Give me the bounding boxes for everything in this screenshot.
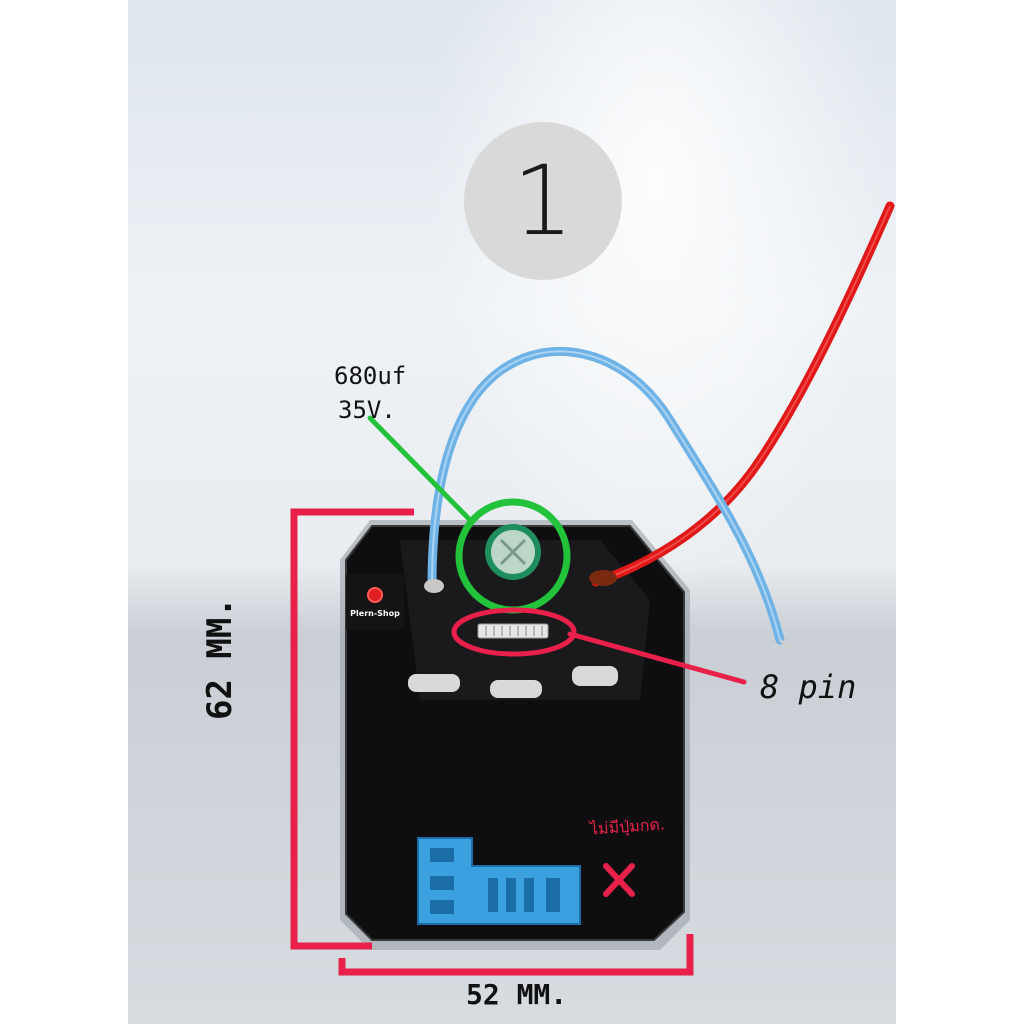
circuit-board — [345, 525, 685, 941]
pin-connector — [477, 623, 549, 639]
pin-connector-pins — [485, 626, 543, 636]
capacitor-vent — [499, 538, 527, 566]
width-dimension-bracket — [338, 934, 694, 976]
logo-mark-icon — [367, 586, 383, 603]
height-dimension-bracket — [290, 508, 414, 950]
red-wire — [591, 201, 895, 587]
connector-highlight-ellipse — [451, 607, 577, 657]
blue-wire-solder — [424, 579, 444, 593]
x-mark-icon — [603, 863, 635, 897]
step-number-badge: 1 — [464, 122, 622, 280]
connector-label: 8 pin — [760, 668, 857, 706]
capacitor-capacitance-label: 680uf — [334, 362, 407, 390]
shop-logo: Plern-Shop — [346, 574, 404, 630]
logo-text: Plern-Shop — [350, 608, 400, 618]
solder-pad — [408, 674, 460, 692]
solder-pad — [490, 680, 542, 698]
red-wire-solder — [589, 570, 617, 586]
capacitor-voltage-label: 35V. — [338, 396, 396, 424]
width-dimension-label: 52 MM. — [466, 978, 568, 1011]
connector-pointer-line — [567, 631, 747, 685]
blue-wire-highlight — [431, 350, 781, 641]
height-dimension-label: 62 MM. — [200, 597, 240, 720]
terminal-block — [417, 837, 581, 925]
red-wire-highlight — [595, 205, 891, 583]
no-button-note: ไม่มีปุ่มกด. — [589, 814, 666, 839]
blue-wire-tip — [779, 638, 791, 650]
solder-pad — [572, 666, 618, 686]
terminal-slots — [430, 848, 560, 914]
capacitor-pointer-line — [367, 415, 475, 525]
step-number: 1 — [512, 145, 574, 257]
